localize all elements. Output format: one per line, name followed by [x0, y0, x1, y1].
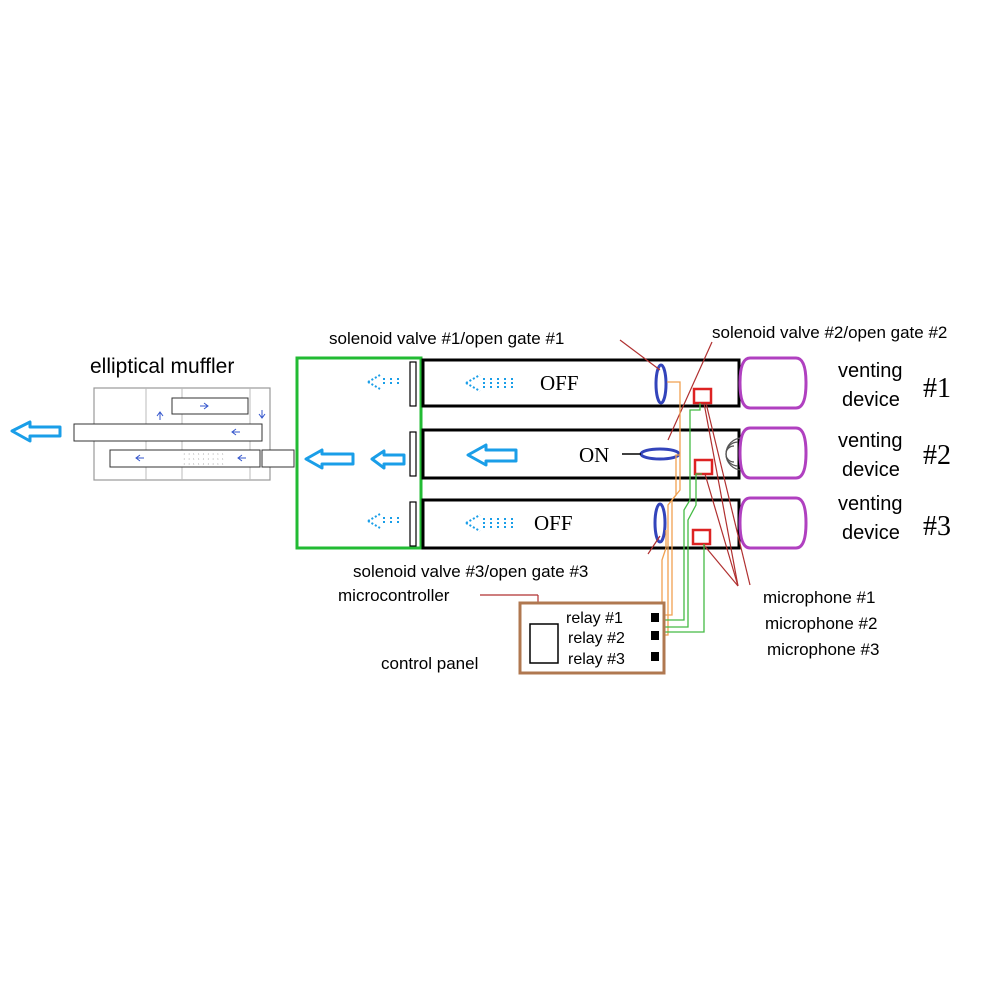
- pipe-3-dashed-arrow: [465, 514, 513, 532]
- microcontroller-label: microcontroller: [338, 586, 450, 605]
- control-panel-label: control panel: [381, 654, 478, 673]
- muffler-label: elliptical muffler: [90, 355, 234, 378]
- manifold-dashed-arrow-3: [367, 513, 399, 529]
- microphone-3: [691, 528, 712, 546]
- microphone-wires-green: [664, 403, 705, 633]
- valve-3-label: solenoid valve #3/open gate #3: [353, 562, 588, 581]
- gate-3: [409, 501, 417, 547]
- microphone-2: [693, 458, 714, 476]
- venting-device-2-number: #2: [923, 440, 951, 471]
- relay-1-label: relay #1: [566, 610, 623, 627]
- solenoid-valve-2: [639, 447, 681, 461]
- venting-device-3-number: #3: [923, 511, 951, 542]
- microphone-3-label: microphone #3: [767, 640, 879, 659]
- manifold-flow-arrow: [304, 448, 355, 470]
- venting-device-3-line2: device: [842, 522, 900, 544]
- venting-device-2-line1: venting: [838, 430, 903, 452]
- relay-2-label: relay #2: [568, 630, 625, 647]
- pipe-3: [421, 498, 741, 550]
- svg-text:ⁱ ⁱ ⁱ ⁱ ⁱ ⁱ ⁱ ⁱ ⁱ: ⁱ ⁱ ⁱ ⁱ ⁱ ⁱ ⁱ ⁱ ⁱ: [183, 452, 224, 457]
- manifold-dashed-arrow-1: [367, 374, 399, 390]
- gate-1: [409, 361, 417, 407]
- microphone-2-label: microphone #2: [765, 614, 877, 633]
- gate-2: [409, 431, 417, 477]
- valve-1-label: solenoid valve #1/open gate #1: [329, 329, 564, 348]
- pipe-1-dashed-arrow: [465, 374, 513, 392]
- venting-device-1-line1: venting: [838, 360, 903, 382]
- solenoid-valve-3: [653, 502, 667, 544]
- venting-device-1-shape: [738, 356, 808, 410]
- venting-device-1-number: #1: [923, 373, 951, 404]
- solenoid-valve-1: [654, 363, 668, 405]
- relay-3-label: relay #3: [568, 651, 625, 668]
- microphone-1: [692, 387, 713, 405]
- venting-device-1-line2: device: [842, 389, 900, 411]
- sound-wave-icon: [725, 437, 743, 471]
- venting-device-2-line2: device: [842, 459, 900, 481]
- manifold-flow-arrow-2: [370, 449, 406, 470]
- pipe-1: [421, 358, 741, 408]
- svg-text:ⁱ ⁱ ⁱ ⁱ ⁱ ⁱ ⁱ ⁱ ⁱ: ⁱ ⁱ ⁱ ⁱ ⁱ ⁱ ⁱ ⁱ ⁱ: [183, 457, 224, 462]
- valve-2-label: solenoid valve #2/open gate #2: [712, 323, 947, 342]
- pipe-3-state: OFF: [534, 511, 573, 535]
- microphone-1-label: microphone #1: [763, 588, 875, 607]
- exhaust-outlet-arrow: [10, 420, 62, 443]
- venting-device-3-shape: [738, 496, 808, 550]
- relay-1-terminal: [651, 613, 659, 622]
- relay-2-terminal: [651, 631, 659, 640]
- venting-device-3-line1: venting: [838, 493, 903, 515]
- venting-device-2-shape: [738, 426, 808, 480]
- microcontroller-chip: [529, 623, 559, 664]
- manifold-box: [295, 356, 423, 550]
- pipe-2-flow-arrow: [466, 443, 518, 467]
- pipe-2-state: ON: [579, 443, 609, 467]
- relay-3-terminal: [651, 652, 659, 661]
- elliptical-muffler: ⁱ ⁱ ⁱ ⁱ ⁱ ⁱ ⁱ ⁱ ⁱ ⁱ ⁱ ⁱ ⁱ ⁱ ⁱ ⁱ ⁱ ⁱ ⁱ ⁱ …: [73, 387, 295, 481]
- pipe-1-state: OFF: [540, 371, 579, 395]
- svg-text:ⁱ ⁱ ⁱ ⁱ ⁱ ⁱ ⁱ ⁱ ⁱ: ⁱ ⁱ ⁱ ⁱ ⁱ ⁱ ⁱ ⁱ ⁱ: [183, 462, 224, 467]
